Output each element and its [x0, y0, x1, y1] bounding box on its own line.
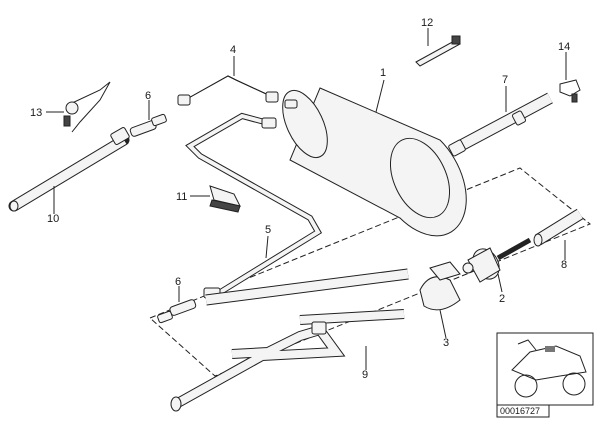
hose-10: [8, 127, 130, 212]
hose-8: [533, 208, 584, 247]
connector-6-lower: [157, 299, 197, 324]
clip-14: [559, 79, 581, 103]
thumbnail-code-box: [496, 404, 550, 418]
hose-assembly-9: [170, 268, 409, 412]
connector-6-upper: [129, 113, 167, 137]
part-label-5: 5: [265, 224, 271, 236]
part-label-9: 9: [362, 369, 368, 381]
part-label-13: 13: [30, 107, 42, 119]
clip-11: [209, 185, 241, 213]
motorcycle-thumbnail: [496, 332, 594, 406]
part-label-2: 2: [499, 293, 505, 305]
part-label-6-upper: 6: [145, 90, 151, 102]
part-label-3: 3: [443, 337, 449, 349]
part-label-11: 11: [176, 191, 187, 203]
leader-lines: [46, 28, 567, 370]
part-label-12: 12: [421, 17, 433, 29]
part-label-8: 8: [561, 259, 567, 271]
reservoir-tank: [282, 87, 467, 237]
bracket-3: [419, 261, 461, 311]
hose-7: [448, 92, 553, 157]
fuel-pump-2: [462, 237, 532, 283]
part-label-6-lower: 6: [175, 276, 181, 288]
part-label-10: 10: [47, 213, 59, 225]
section-boundary: [149, 167, 591, 377]
hose-4: [177, 75, 298, 109]
part-label-14: 14: [558, 41, 570, 53]
cable-tie-12: [415, 35, 461, 67]
part-label-7: 7: [502, 74, 508, 86]
part-label-1: 1: [380, 67, 386, 79]
clamp-13: [63, 81, 111, 133]
thumbnail-code: 00016727: [500, 406, 540, 416]
pipe-5: [185, 112, 323, 299]
part-labels: 1 2 3 4 5 6 6 7 8 9 10 11 12 13 14: [30, 17, 570, 381]
part-label-4: 4: [230, 44, 236, 56]
